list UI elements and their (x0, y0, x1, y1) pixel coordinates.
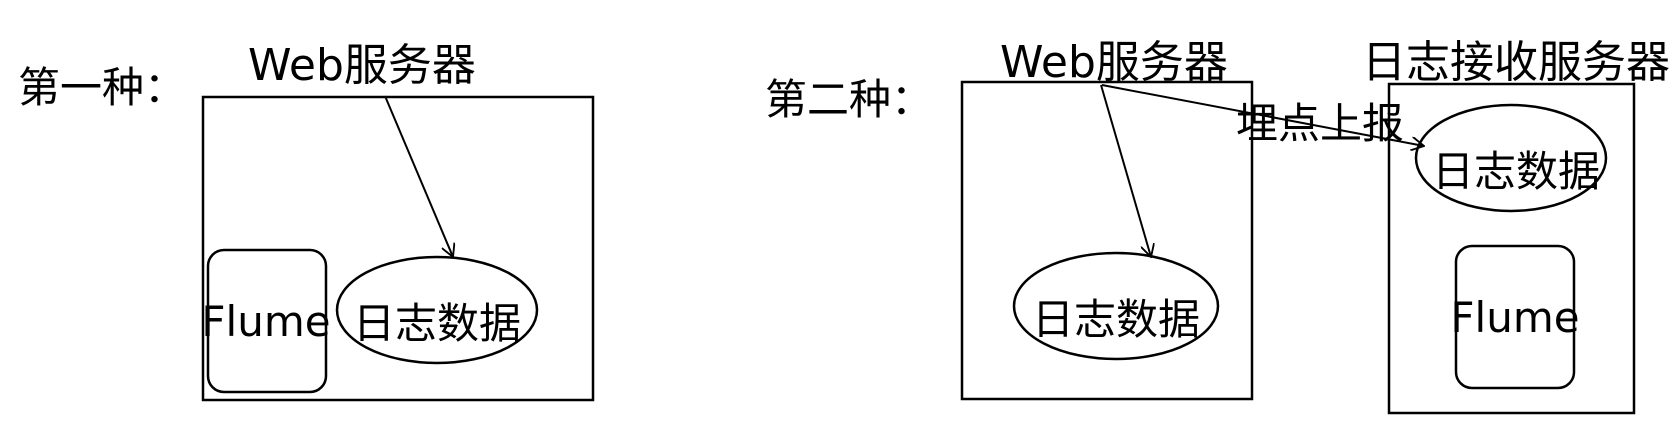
scheme-1-log-data-label: 日志数据 (353, 299, 521, 348)
scheme-2-arrow-to-web-log (1100, 84, 1151, 257)
scheme-2-web-server-box (960, 80, 1254, 401)
scheme-2-web-log-data-label: 日志数据 (1032, 295, 1200, 344)
scheme-1-web-server-box (201, 95, 595, 402)
scheme-2-web-log-data-ellipse (1012, 251, 1220, 361)
scheme-1: 第一种： Web服务器 Flume 日志数据 (18, 40, 595, 402)
scheme-2-log-server-box (1387, 82, 1636, 415)
scheme-2-report-arrow (1101, 84, 1424, 146)
scheme-2: 第二种： Web服务器 日志数据 日志接收服务器 日志数据 Flume 埋点上报 (765, 37, 1670, 415)
scheme-1-flume-box (206, 248, 328, 394)
scheme-2-title: 第二种： (765, 75, 933, 124)
scheme-1-arrow-to-log (384, 95, 453, 257)
scheme-2-recv-log-data-label: 日志数据 (1432, 147, 1600, 196)
scheme-2-log-server-label: 日志接收服务器 (1362, 37, 1670, 88)
scheme-2-recv-log-data-ellipse (1414, 103, 1608, 213)
scheme-1-title: 第一种： (18, 63, 186, 112)
scheme-2-flume-label: Flume (1450, 293, 1579, 342)
scheme-2-report-label: 埋点上报 (1236, 99, 1404, 148)
scheme-2-flume-box (1454, 244, 1576, 390)
scheme-2-web-server-label: Web服务器 (1000, 37, 1228, 88)
scheme-1-web-server-label: Web服务器 (248, 40, 476, 91)
scheme-1-log-data-ellipse (335, 255, 539, 365)
scheme-1-flume-label: Flume (201, 297, 330, 346)
